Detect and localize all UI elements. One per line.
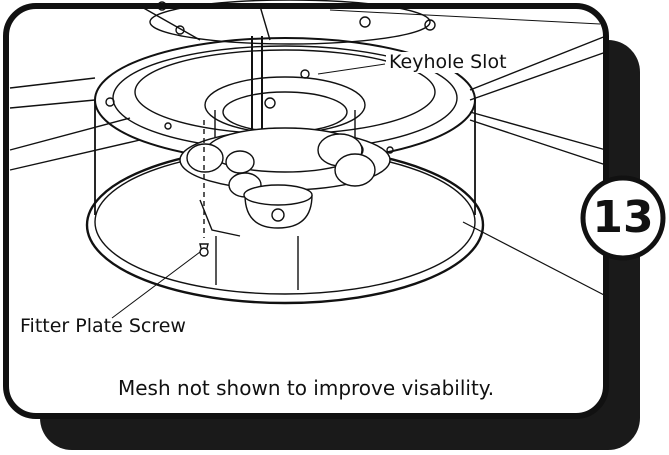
fan-illustration (9, 0, 607, 305)
fitter-screw-leader (111, 251, 201, 319)
step-number: 13 (592, 192, 654, 243)
keyhole-slot-label: Keyhole Slot (386, 52, 510, 73)
keyhole-leader (317, 63, 386, 75)
fitter-plate-screw-label: Fitter Plate Screw (20, 315, 186, 337)
step-badge (580, 175, 666, 261)
note-text: Mesh not shown to improve visability. (118, 376, 495, 400)
